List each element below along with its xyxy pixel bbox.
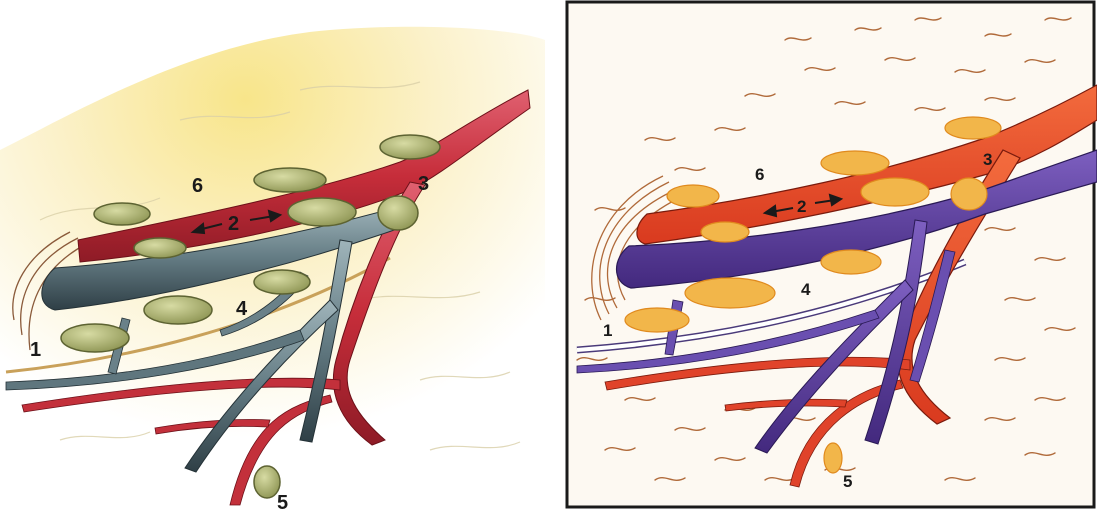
- lymph-node: [667, 185, 719, 207]
- lymph-node: [134, 238, 186, 258]
- label-3: 3: [983, 150, 992, 169]
- label-5: 5: [843, 472, 852, 491]
- lymph-node: [951, 178, 987, 210]
- lymph-node: [625, 308, 689, 332]
- lymph-node: [254, 168, 326, 192]
- label-4: 4: [236, 298, 248, 320]
- label-6: 6: [192, 175, 203, 197]
- lymph-node: [824, 443, 842, 473]
- lymph-node: [94, 203, 150, 225]
- label-4: 4: [801, 280, 811, 299]
- lymph-node: [254, 270, 310, 294]
- label-3: 3: [418, 173, 429, 195]
- label-2: 2: [228, 213, 239, 235]
- label-2: 2: [797, 197, 806, 216]
- left-illustration-svg: 1 2 3 4 5 6: [0, 0, 545, 510]
- lymph-node: [288, 198, 356, 226]
- lymph-node: [821, 250, 881, 274]
- right-illustration-svg: 1 2 3 4 5 6: [565, 0, 1097, 510]
- lymph-node: [821, 151, 889, 175]
- left-illustration: 1 2 3 4 5 6: [0, 0, 545, 510]
- lymph-node: [380, 135, 440, 159]
- lymph-node: [61, 324, 129, 352]
- lymph-node: [378, 196, 418, 230]
- label-1: 1: [30, 339, 41, 361]
- lymph-node: [701, 222, 749, 242]
- label-6: 6: [755, 165, 764, 184]
- lymph-node: [144, 296, 212, 324]
- lymph-node: [945, 117, 1001, 139]
- lymph-node: [861, 178, 929, 206]
- lymph-node: [685, 278, 775, 308]
- label-1: 1: [603, 321, 612, 340]
- right-illustration: 1 2 3 4 5 6: [565, 0, 1097, 510]
- label-5: 5: [277, 492, 288, 510]
